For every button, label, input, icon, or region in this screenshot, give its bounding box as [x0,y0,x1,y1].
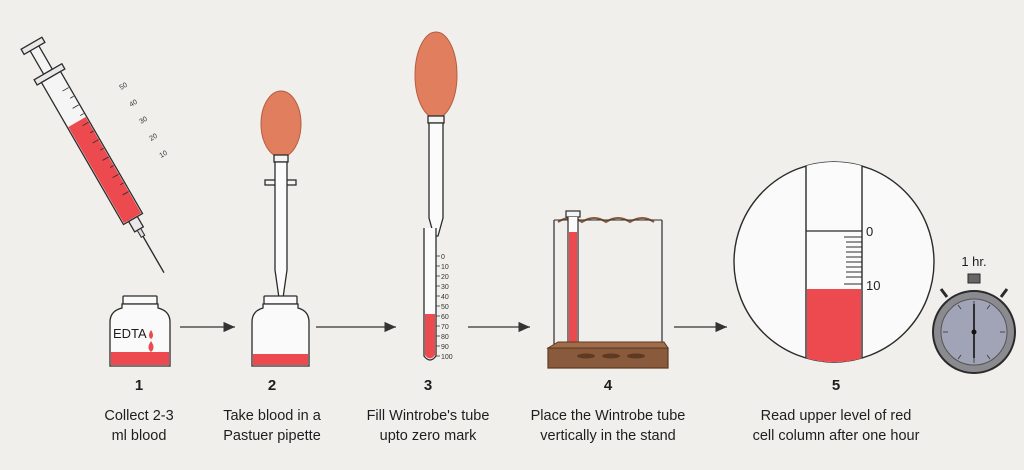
syringe-mark: 40 [129,99,139,109]
tube-scale-mark: 100 [441,354,453,361]
wintrobe-filling-illustration: 0 10 20 30 40 50 60 70 80 90 100 [414,31,458,361]
tube-scale-mark: 20 [441,274,449,281]
step-text-line2: vertically in the stand [540,428,675,444]
step-text-line2: ml blood [112,428,167,444]
step-5-caption: 5 Read upper level of red cell column af… [753,377,920,444]
step-number: 1 [135,377,143,394]
tube-scale-mark: 80 [441,334,449,341]
step-1-caption: 1 Collect 2-3 ml blood [104,377,173,444]
step-text-line1: Place the Wintrobe tube [531,408,686,424]
wintrobe-stand-illustration [546,210,669,369]
step-text-line1: Read upper level of red [761,408,912,424]
step-number: 5 [832,377,840,394]
step-number: 2 [268,377,276,394]
edta-bottle: EDTA [109,295,171,367]
magnified-mark-ten: 10 [866,278,880,293]
tube-scale-mark: 90 [441,344,449,351]
tube-scale-mark: 60 [441,314,449,321]
step-text-line2: upto zero mark [380,428,477,444]
step-text-line1: Take blood in a [223,408,321,424]
syringe-mark: 20 [149,133,159,143]
syringe-mark: 10 [159,150,169,160]
tube-scale-mark: 50 [441,304,449,311]
step-text-line2: cell column after one hour [753,428,920,444]
step-text-line2: Pastuer pipette [223,428,321,444]
step-text-line1: Collect 2-3 [104,408,173,424]
step-number: 4 [604,377,613,394]
magnified-mark-zero: 0 [866,224,873,239]
syringe-mark: 30 [139,116,149,126]
step-2-caption: 2 Take blood in a Pastuer pipette [223,377,321,444]
stopwatch-icon: 1 hr. [932,254,1016,374]
bottle-label: EDTA [113,326,147,341]
tube-scale-mark: 70 [441,324,449,331]
step-number: 3 [424,377,432,394]
syringe-illustration: 10 20 30 40 50 [20,36,169,274]
tube-scale-mark: 40 [441,294,449,301]
syringe-mark: 50 [119,82,129,92]
pasteur-pipette-illustration [251,90,310,367]
step-4-caption: 4 Place the Wintrobe tube vertically in … [531,377,686,444]
step-3-caption: 3 Fill Wintrobe's tube upto zero mark [367,377,490,444]
magnified-tube-reading: 0 10 [733,161,935,363]
timer-label: 1 hr. [961,254,986,269]
tube-scale-mark: 10 [441,264,449,271]
step-text-line1: Fill Wintrobe's tube [367,408,490,424]
tube-scale-mark: 30 [441,284,449,291]
tube-scale-mark: 0 [441,254,445,261]
